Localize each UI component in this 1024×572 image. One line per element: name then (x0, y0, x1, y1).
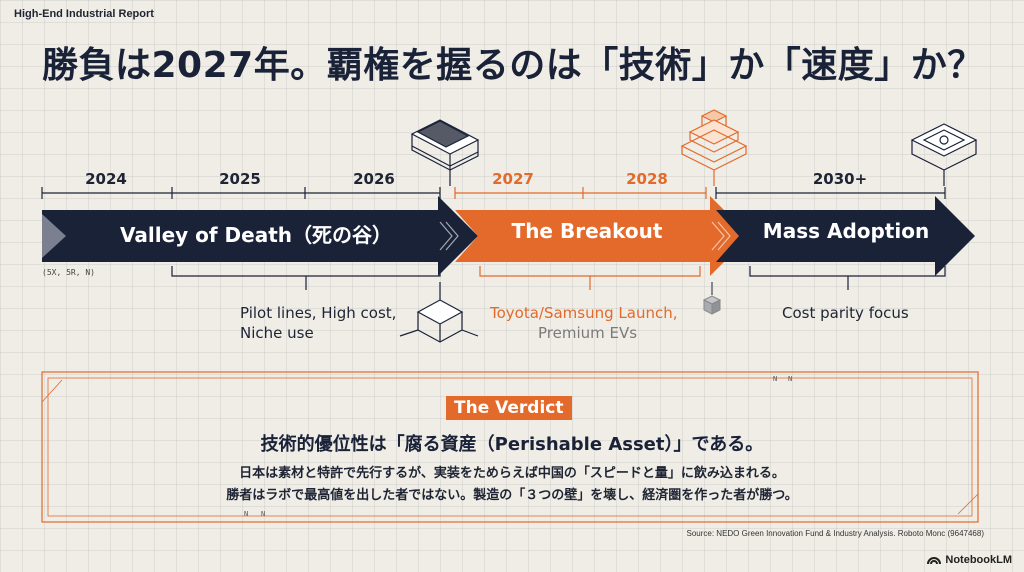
small-cube-icon (702, 282, 722, 315)
year-label: 2025 (219, 170, 261, 188)
verdict-frame (41, 371, 979, 523)
phase-desc-valley: Pilot lines, High cost, Niche use (240, 303, 396, 343)
verdict-main: 技術的優位性は「腐る資産（Perishable Asset）」である。 (260, 434, 764, 455)
year-axis-navy-right (715, 187, 946, 199)
phase-desc-breakout: Toyota/Samsung Launch, Premium EVs (490, 303, 678, 343)
phase-desc-line: Cost parity focus (782, 304, 909, 322)
phase-desc-line: Premium EVs (538, 324, 638, 342)
mass-arrow (716, 196, 975, 276)
battery-cell-icon (410, 119, 480, 186)
year-label: 2030+ (812, 170, 868, 188)
verdict-tag: The Verdict (446, 396, 572, 420)
year-label: 2024 (85, 170, 127, 188)
brand-name: NotebookLM (945, 554, 1012, 566)
page-title: 勝負は2027年。覇権を握るのは「技術」か「速度」か？ (42, 45, 984, 86)
corner-mark: N (788, 375, 793, 383)
year-label: 2028 (626, 170, 668, 188)
chevron-marks (439, 221, 731, 251)
phase-label-breakout: The Breakout (511, 219, 663, 243)
valley-arrow-notch (42, 214, 66, 258)
year-label: 2027 (492, 170, 534, 188)
bracket-breakout (479, 266, 701, 290)
phase-desc-line: Pilot lines, High cost, (240, 304, 397, 322)
corner-mark: N (773, 375, 778, 383)
breakout-arrow (455, 196, 750, 276)
phase-desc-line: Niche use (240, 324, 314, 342)
phase-desc-mass: Cost parity focus (782, 303, 909, 323)
chip-icon (910, 123, 978, 186)
phase-desc-line: Toyota/Samsung Launch, (490, 304, 678, 322)
notebooklm-logo-icon (927, 557, 942, 565)
bracket-valley (171, 266, 441, 290)
corner-mark: N (244, 510, 249, 518)
layered-stack-icon (680, 109, 748, 186)
year-axis-orange (454, 187, 707, 199)
year-label: 2026 (353, 170, 395, 188)
valley-arrow (42, 196, 478, 276)
report-label: High-End Industrial Report (14, 8, 154, 20)
phase-label-valley: Valley of Death（死の谷） (119, 223, 393, 247)
corner-mark: N (261, 510, 266, 518)
phase-label-mass: Mass Adoption (762, 219, 930, 243)
verdict-line: 日本は素材と特許で先行するが、実装をためらえば中国の「スピードと量」に飲み込まれ… (239, 466, 785, 481)
cube-icon (399, 282, 479, 343)
source-note: Source: NEDO Green Innovation Fund & Ind… (686, 529, 985, 538)
bracket-mass (749, 266, 946, 290)
brand: NotebookLM (927, 554, 1012, 566)
year-axis-navy-left (41, 187, 441, 199)
verdict-line: 勝者はラボで最高値を出した者ではない。製造の「３つの壁」を壊し、経済圏を作った者… (226, 488, 798, 503)
tiny-note: (5X, 5R, N) (42, 268, 95, 277)
